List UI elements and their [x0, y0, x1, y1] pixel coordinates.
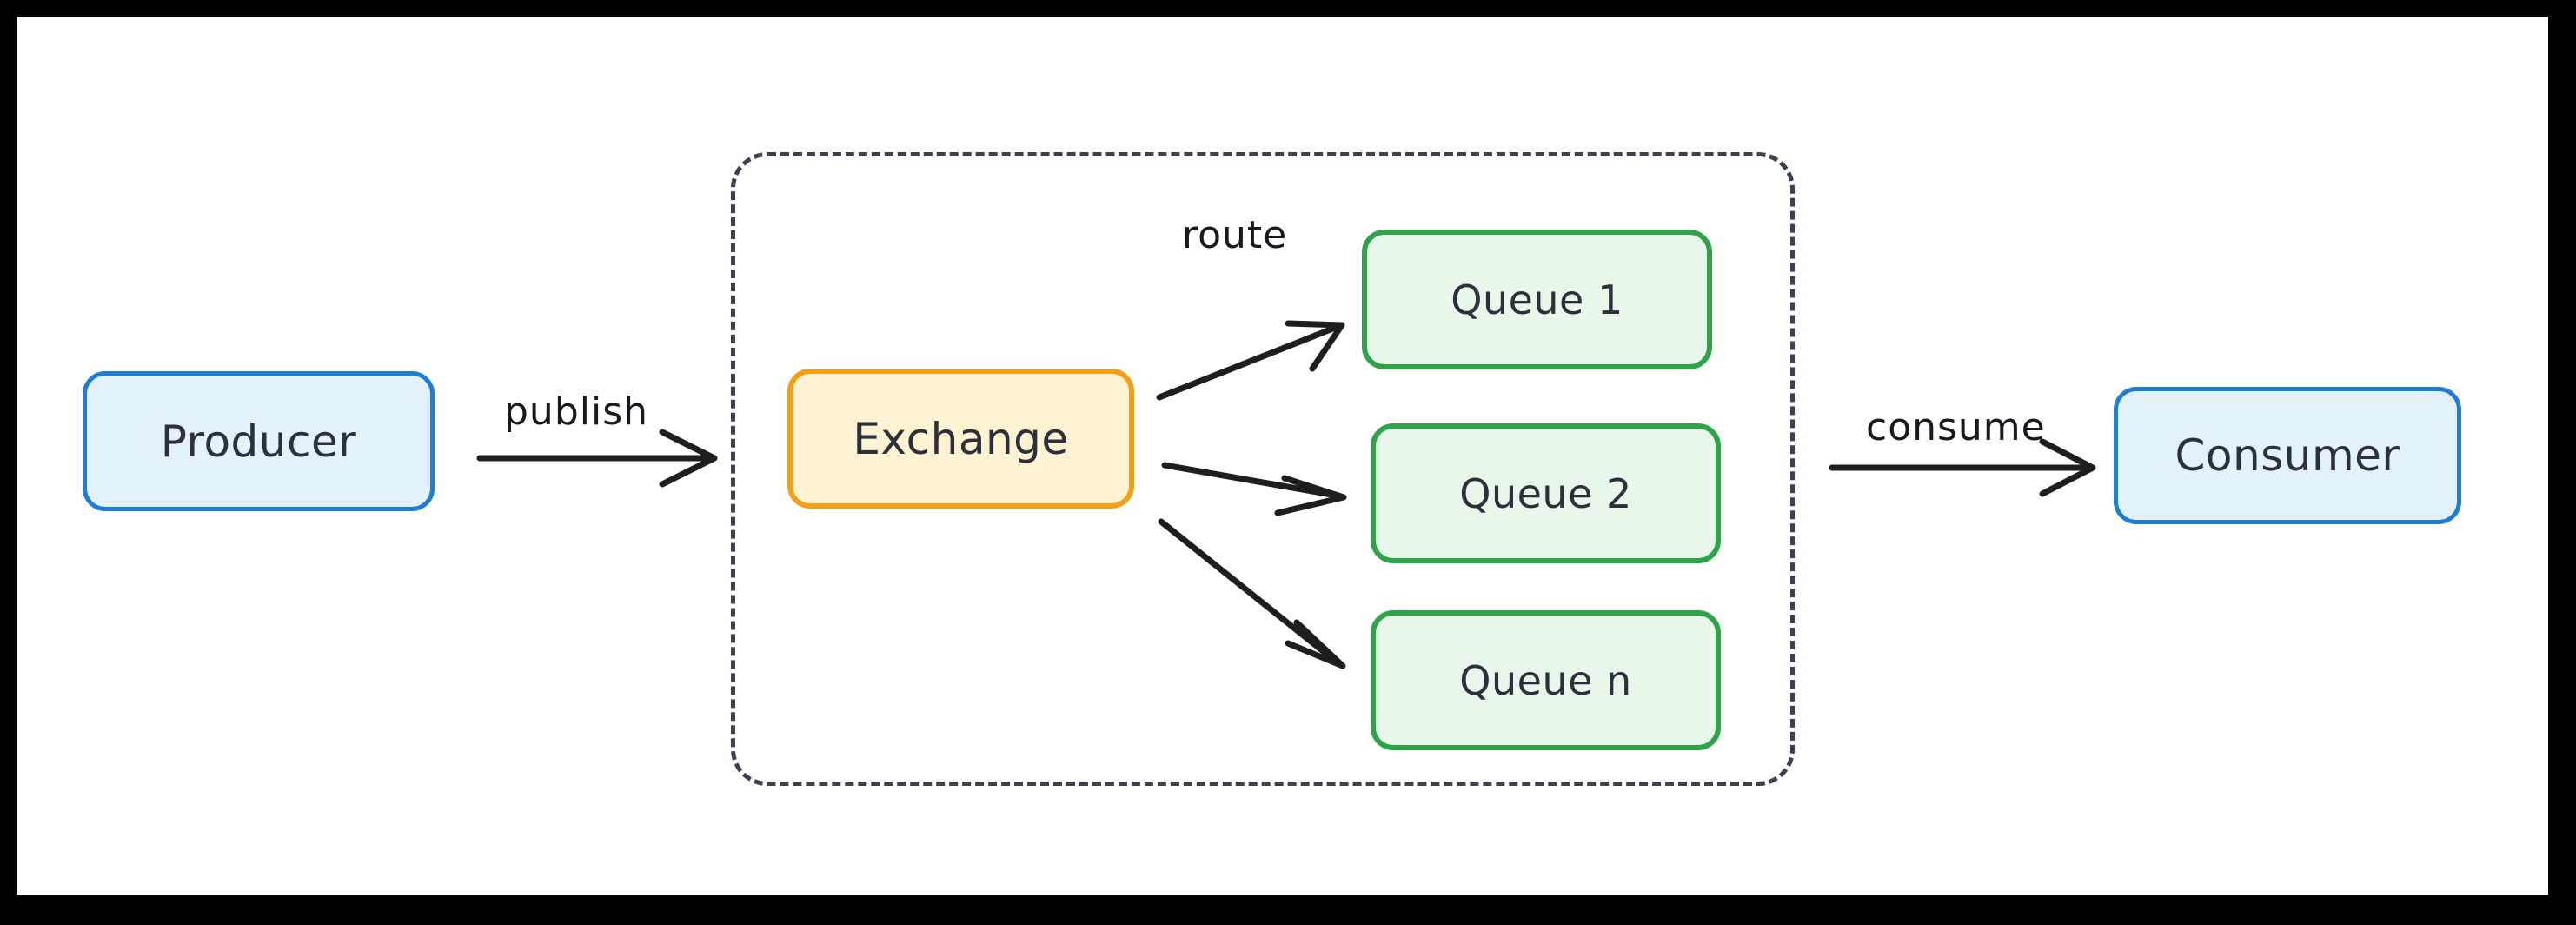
edge-consume — [1829, 438, 2096, 497]
node-queue-1-label: Queue 1 — [1451, 276, 1623, 323]
node-producer-label: Producer — [160, 416, 357, 467]
node-queue-1[interactable]: Queue 1 — [1362, 230, 1712, 369]
node-exchange[interactable]: Exchange — [787, 369, 1134, 509]
edge-publish — [476, 429, 718, 488]
edge-label-publish: publish — [504, 389, 649, 434]
edge-label-consume: consume — [1866, 405, 2046, 449]
node-queue-n[interactable]: Queue n — [1371, 610, 1721, 750]
node-queue-n-label: Queue n — [1459, 656, 1632, 704]
node-consumer-label: Consumer — [2174, 430, 2400, 481]
node-queue-2-label: Queue 2 — [1459, 469, 1632, 517]
broker-boundary-container — [731, 152, 1795, 786]
edge-label-route: route — [1182, 213, 1288, 257]
node-producer[interactable]: Producer — [83, 371, 435, 511]
node-queue-2[interactable]: Queue 2 — [1371, 423, 1721, 563]
diagram-root: Producer Exchange Queue 1 Queue 2 Queue … — [17, 17, 2548, 895]
node-consumer[interactable]: Consumer — [2114, 387, 2461, 524]
node-exchange-label: Exchange — [853, 413, 1069, 464]
diagram-canvas: Producer Exchange Queue 1 Queue 2 Queue … — [17, 17, 2548, 895]
